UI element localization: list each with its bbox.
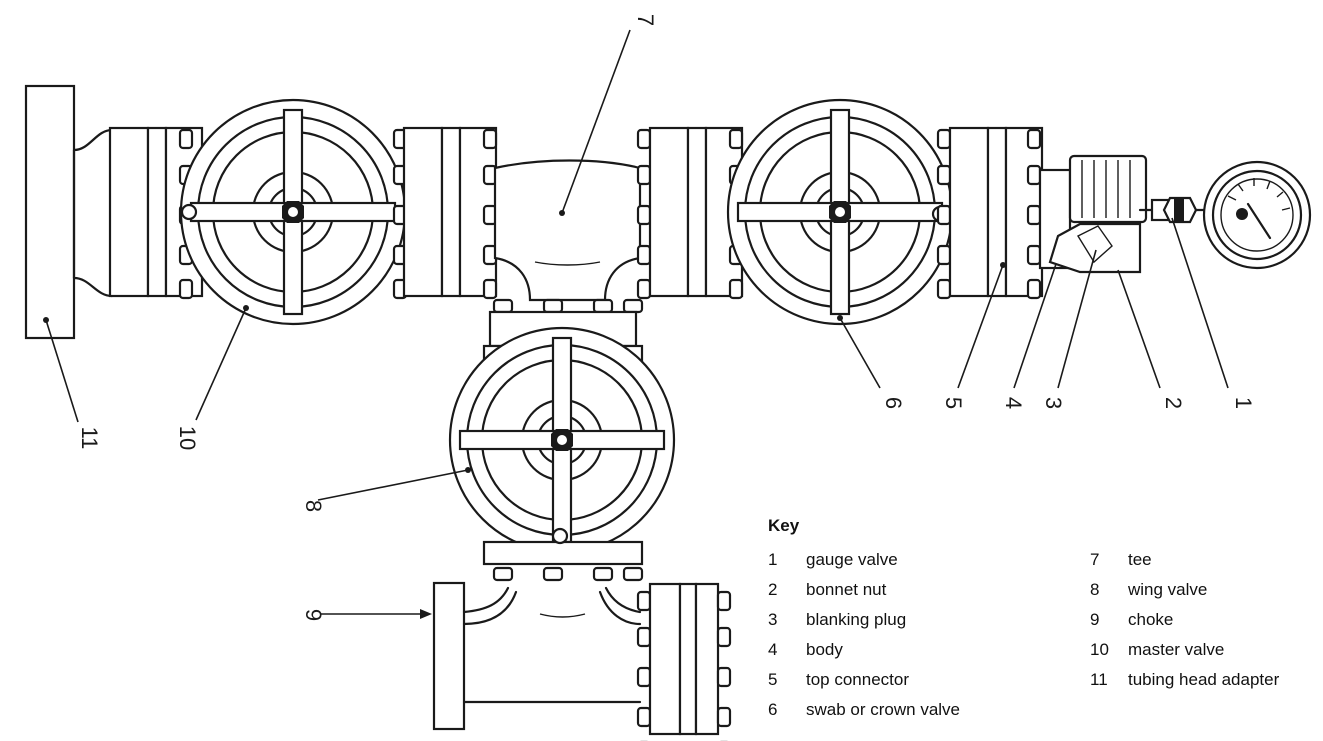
key-item-label: wing valve [1128,580,1208,599]
key-item-9: 9 choke [1090,610,1173,630]
callout-5: 5 [941,397,966,409]
key-item-6: 6 swab or crown valve [768,700,960,720]
callout-10: 10 [175,426,200,450]
key-item-number: 5 [768,670,778,689]
callout-8: 8 [301,500,326,512]
callout-6: 6 [881,397,906,409]
key-item-label: top connector [806,670,910,689]
choke-outlet [432,581,732,741]
callout-1: 1 [1231,397,1256,409]
key-item-3: 3 blanking plug [768,610,906,630]
top-connector-flange-pack [936,126,1044,300]
callout-11: 11 [77,427,102,450]
key-item-number: 1 [768,550,778,569]
cap-body-assembly [1038,154,1148,274]
key-item-number: 2 [768,580,778,599]
key-item-number: 4 [768,640,778,659]
key-item-number: 6 [768,700,778,719]
wing-valve-assembly [448,298,676,582]
key-item-number: 9 [1090,610,1100,629]
key-item-5: 5 top connector [768,670,909,690]
key-item-11: 11 tubing head adapter [1090,670,1279,690]
key-item-label: tubing head adapter [1128,670,1280,689]
key-item-label: bonnet nut [806,580,887,599]
key-item-label: choke [1128,610,1174,629]
key-title: Key [768,516,800,535]
tubing-head-adapter-part [24,84,114,340]
leader-lines [45,29,1229,619]
callout-numbers: 1 2 3 4 5 6 7 8 9 10 11 [77,14,1256,621]
key-item-2: 2 bonnet nut [768,580,886,600]
key-item-label: swab or crown valve [806,700,961,719]
key-item-label: tee [1128,550,1152,569]
callout-7: 7 [633,14,658,26]
gauge-valve-part [1138,160,1312,270]
key-item-number: 3 [768,610,778,629]
key-legend: Key 1 gauge valve 2 bonnet nut 3 blanking p… [768,516,1316,726]
key-item-label: gauge valve [806,550,898,569]
key-item-7: 7 tee [1090,550,1152,570]
key-item-number: 8 [1090,580,1100,599]
callout-4: 4 [1001,397,1026,409]
key-item-label: blanking plug [806,610,907,629]
master-valve-handwheel [179,98,407,326]
callout-9: 9 [301,609,326,621]
callout-2: 2 [1161,397,1186,409]
key-item-4: 4 body [768,640,843,660]
key-item-10: 10 master valve [1090,640,1224,660]
key-item-1: 1 gauge valve [768,550,898,570]
tee-body [493,159,642,302]
swab-valve-handwheel [726,98,954,326]
key-item-label: body [806,640,843,659]
key-item-label: master valve [1128,640,1225,659]
key-item-number: 11 [1090,670,1108,689]
key-item-number: 7 [1090,550,1100,569]
center-left-flange-pack [392,126,498,300]
callout-3: 3 [1041,397,1066,409]
key-item-number: 10 [1090,640,1109,659]
key-item-8: 8 wing valve [1090,580,1207,600]
center-right-flange-pack [636,126,744,300]
